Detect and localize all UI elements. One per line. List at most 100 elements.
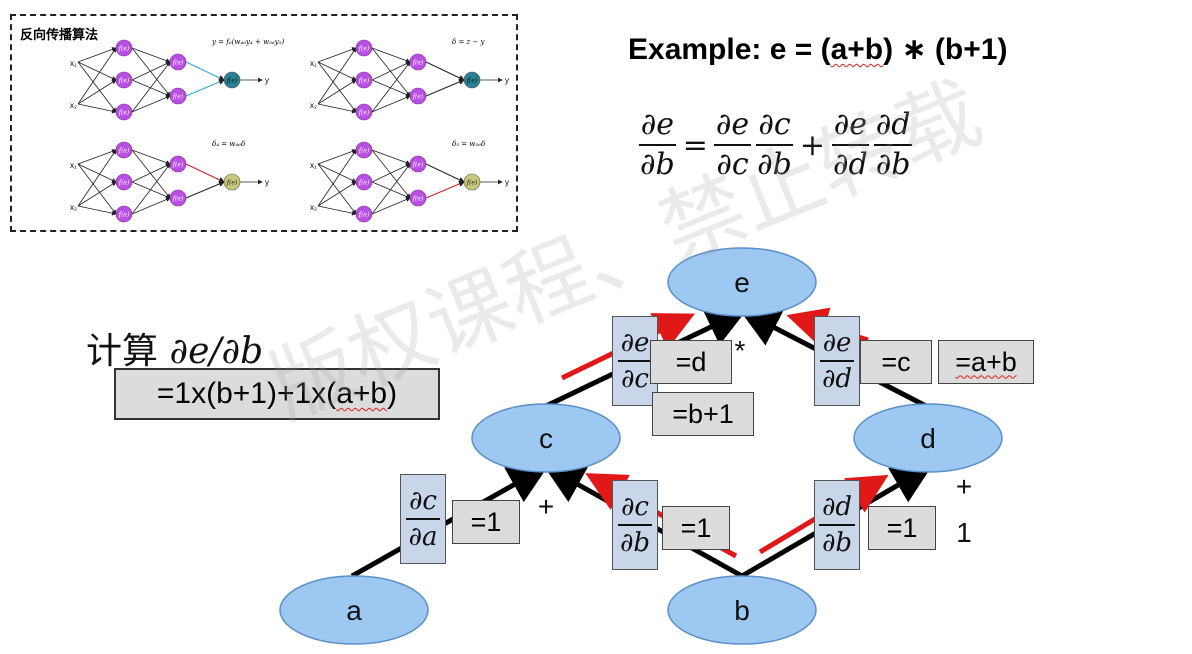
thumb-neuron-label: f(e) [172,94,184,101]
operator-plus-c: + [538,491,554,522]
thumb-neuron [409,189,427,207]
thumb-neuron [355,141,373,159]
thumb-neuron [115,173,133,191]
thumb-edge [317,163,357,215]
thumb-neuron [115,103,133,121]
thumb-input-label: x₂ [310,101,317,110]
operator-constant-one: 1 [956,517,972,548]
thumb-edge [317,205,357,216]
thumb-neuron [355,39,373,57]
thumb-neuron-label: f(e) [172,60,184,67]
thumb-neuron [409,53,427,71]
value-box-de-dd: =c [860,340,932,384]
thumb-output-neuron [463,173,481,191]
compute-label-prefix: 计算 [86,331,170,372]
thumb-neuron [169,189,187,207]
thumb-panel-formula: δ = z − y [452,38,486,46]
deriv-box-dc-db: ∂c∂b [612,480,658,570]
thumb-panel-formula: y = f₆(w₄₆y₄ + w₅₆y₅) [211,38,284,46]
thumb-edge [77,163,117,183]
deriv-box-dc-da: ∂c∂a [400,474,446,564]
backprop-thumbnail: 反向传播算法 x₁ x₂ y f(e) f(e) f(e) f(e) f(e) f(e) y = … [10,14,518,232]
frac-de-dd: ∂e∂d [831,107,869,182]
thumb-neuron-label: f(e) [118,46,130,53]
thumb-edge [77,61,117,81]
thumb-input-label: x₂ [310,203,317,212]
thumb-edge [77,149,117,207]
thumb-edge [131,61,171,81]
thumb-edge [317,61,357,81]
thumb-neuron [115,141,133,159]
thumb-edge [131,163,171,215]
node-b: b [667,575,817,645]
thumb-output-neuron-label: f(e) [226,180,238,187]
thumb-neuron [409,87,427,105]
thumb-input-label: x₁ [70,161,77,170]
value-box-dc-da: =1 [452,500,520,544]
thumb-edge [131,61,171,113]
thumb-edge [425,79,465,97]
example-underlined: a+b [830,33,884,66]
thumb-edge [77,163,117,215]
thumb-neuron-label: f(e) [118,78,130,85]
thumb-output-neuron [223,71,241,89]
thumb-edge [77,149,117,165]
thumb-edge [317,181,357,207]
thumb-edge [77,61,117,113]
thumb-input-label: x₂ [70,203,77,212]
thumb-input-label: x₂ [70,101,77,110]
thumb-neuron [115,205,133,223]
thumb-edge [371,181,411,199]
thumb-edge [131,149,171,199]
thumb-edge [371,47,411,63]
thumb-neuron [169,155,187,173]
frac-de-dc: ∂e∂c [713,107,752,182]
thumb-edge [77,79,117,105]
value-box-de-dc: =d [650,340,732,384]
thumb-neuron-label: f(e) [358,78,370,85]
node-e-label: e [734,267,750,298]
thumb-edge [317,163,357,183]
thumb-neuron-label: f(e) [118,212,130,219]
node-b-label: b [734,595,750,626]
value-box-dd-db: =1 [868,506,936,550]
thumb-edge [371,79,411,97]
thumb-neuron [169,53,187,71]
node-d-label: d [920,423,936,454]
value-box-c-expression: =b+1 [652,392,754,436]
thumb-edge [185,61,225,81]
thumb-neuron [169,87,187,105]
thumb-neuron-label: f(e) [358,110,370,117]
thumb-panel-formula: δ₅ = w₅₆δ [452,140,485,148]
value-box-dc-db: =1 [662,506,730,550]
thumb-edge [317,103,357,114]
compute-label-expr: ∂e/∂b [169,331,264,372]
thumb-output-neuron-label: f(e) [466,180,478,187]
example-prefix: Example: e = ( [628,33,831,66]
operator-multiply: * [735,335,746,366]
equals-sign: = [682,127,708,163]
thumb-edge [77,181,117,207]
thumb-output-label: y [505,178,509,187]
thumb-edge [131,95,171,113]
thumb-edge [371,163,411,215]
node-d: d [853,403,1003,473]
thumb-neuron-label: f(e) [358,212,370,219]
thumb-input-label: x₁ [70,59,77,68]
thumb-neuron-label: f(e) [118,110,130,117]
thumb-neuron-label: f(e) [412,162,424,169]
thumb-neuron-label: f(e) [358,180,370,187]
thumb-neuron [115,39,133,57]
thumb-neuron [409,155,427,173]
thumbnail-title: 反向传播算法 [20,27,99,42]
frac-dc-db: ∂c∂b [756,107,793,182]
value-box-d-expression: =a+b [938,340,1034,384]
thumb-edge [371,149,411,165]
compute-result-box: =1x(b+1)+1x(a+b) [114,368,440,420]
thumb-panel-formula: δ₄ = w₄₆δ [212,140,245,148]
thumb-input-label: x₁ [310,59,317,68]
thumb-neuron [355,205,373,223]
thumb-edge [317,47,357,63]
thumb-output-label: y [265,178,269,187]
